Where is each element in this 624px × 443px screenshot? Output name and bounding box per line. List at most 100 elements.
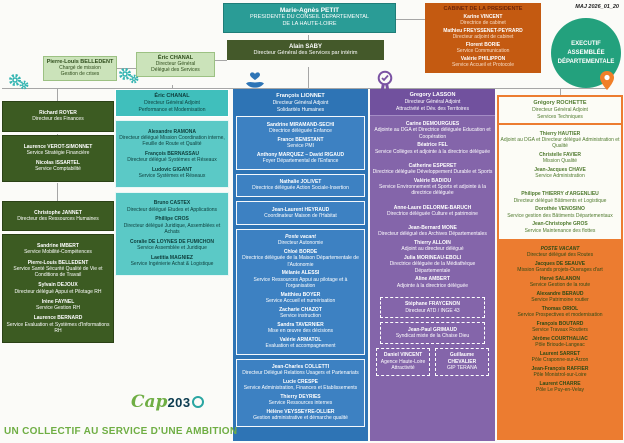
person-role: Service Stratégie Financière xyxy=(26,149,90,156)
person-name: Bruno CASTEX xyxy=(153,200,191,207)
person-role: Directrice déléguée de la Médiathèque Dé… xyxy=(389,261,476,274)
person-role: Directeur Général xyxy=(155,61,196,67)
dga-role: Directeur Général Adjoint xyxy=(272,100,329,107)
person-role: Adjointe à la directrice déléguée xyxy=(396,282,469,289)
person-name: Ludovic GIGANT xyxy=(152,166,192,173)
person-role: Service Mobilité-Compétences xyxy=(24,249,92,256)
person-role: Adjoint au directeur délégué xyxy=(401,246,464,253)
connector-line xyxy=(57,88,58,101)
person-role: Directeur délégué des Routes xyxy=(526,252,594,259)
person-role: Pôle Le Puy-en-Velay xyxy=(535,387,585,394)
person-role: Directeur délégué Appui et Pilotage RH xyxy=(14,288,102,295)
person-role: Mise en œuvre des décisions xyxy=(267,327,334,334)
person-role: Coordinateur Maison de l'Habitat xyxy=(264,212,337,219)
connector-line xyxy=(172,85,173,89)
connector-line xyxy=(560,88,561,95)
person-name: Philippe THIERRY d'ARGENLIEU xyxy=(521,191,599,198)
person-name: Richard ROYER xyxy=(39,110,77,116)
person-role: Service Santé Sécurité Qualité de Vie et… xyxy=(13,265,103,278)
person-name: Éric CHANAL xyxy=(157,55,194,61)
person-name: Valérie PHILIPPON xyxy=(460,56,506,62)
person-role: Service Maintenance des flottes xyxy=(524,227,596,234)
person-role: Adjointe au DGA et Directrice déléguée E… xyxy=(374,127,491,140)
person-name: Pierre-Louis BELLEDENT xyxy=(46,59,114,65)
person-name: François BERNASSAU xyxy=(145,150,199,157)
person-name: Catherine ESPERET xyxy=(408,162,457,169)
person-role: Service Environnement et Sports et adjoi… xyxy=(378,184,486,197)
person-name: Sandra TAVERNIER xyxy=(277,321,324,328)
person-name: Chloé BORDE xyxy=(283,249,318,256)
person-role: Directeur des Ressources Humaines xyxy=(17,215,99,222)
person-role: Directrice déléguée Développement Durabl… xyxy=(372,169,493,176)
person-name: Anthony MARQUEZ – David RIGAUD xyxy=(256,151,345,158)
cabinet-title: CABINET DE LA PRESIDENTE xyxy=(443,6,523,12)
executif-line: ASSEMBLÉE xyxy=(567,49,605,56)
dga-name: Grégory ROCHETTE xyxy=(533,100,587,106)
person-name: Béatrice FEL xyxy=(417,142,448,149)
person-name: Poste vacant xyxy=(285,234,316,241)
person-role: Adjoint au DGA et Directeur délégué Admi… xyxy=(500,136,620,150)
person-role: Directrice de cabinet xyxy=(460,20,506,27)
person-role: Service instruction xyxy=(280,312,321,319)
person-name: Laurent SARRET xyxy=(539,350,581,357)
person-name: Florent BORIE xyxy=(465,42,501,48)
person-name: Jérôme COURTHALIAC xyxy=(532,335,588,342)
person-role: Chargé de mission xyxy=(59,65,101,71)
person-role: Service Collèges et adjointe à la direct… xyxy=(374,148,491,155)
person-role: DE LA HAUTE-LOIRE xyxy=(282,21,337,28)
person-role: Syndicat mixte de la Chaise Dieu xyxy=(395,333,470,340)
person-name: Hélène VEYSSEYRE-OLLIER xyxy=(266,409,335,416)
person-role: Directeur des Finances xyxy=(32,116,84,123)
person-role: Service Prospectives et modernisation xyxy=(517,312,603,319)
person-role: Service Communication xyxy=(456,48,510,55)
executif-line: DÉPARTEMENTALE xyxy=(557,58,615,65)
person-role: Service Assemblée et Juridique xyxy=(137,244,207,251)
person-role: Délégué des Services xyxy=(151,67,200,74)
logo-cap-text: Cap xyxy=(131,392,168,412)
person-name: Coralie DE LOYNES DE FUMICHON xyxy=(130,238,214,245)
person-role: Service Accueil et Protocole xyxy=(452,62,514,69)
person-name: Phillipe CROS xyxy=(155,216,189,223)
person-role: Directrice déléguée Culture et patrimoin… xyxy=(387,210,478,217)
person-role: Service Patrimoine routier xyxy=(531,297,589,304)
person-role: Agence Haute-Loire Attractivité xyxy=(380,358,426,371)
person-name: Jean-Charles COLLETTI xyxy=(271,364,330,371)
person-name: Daniel VINCENT xyxy=(383,352,423,359)
